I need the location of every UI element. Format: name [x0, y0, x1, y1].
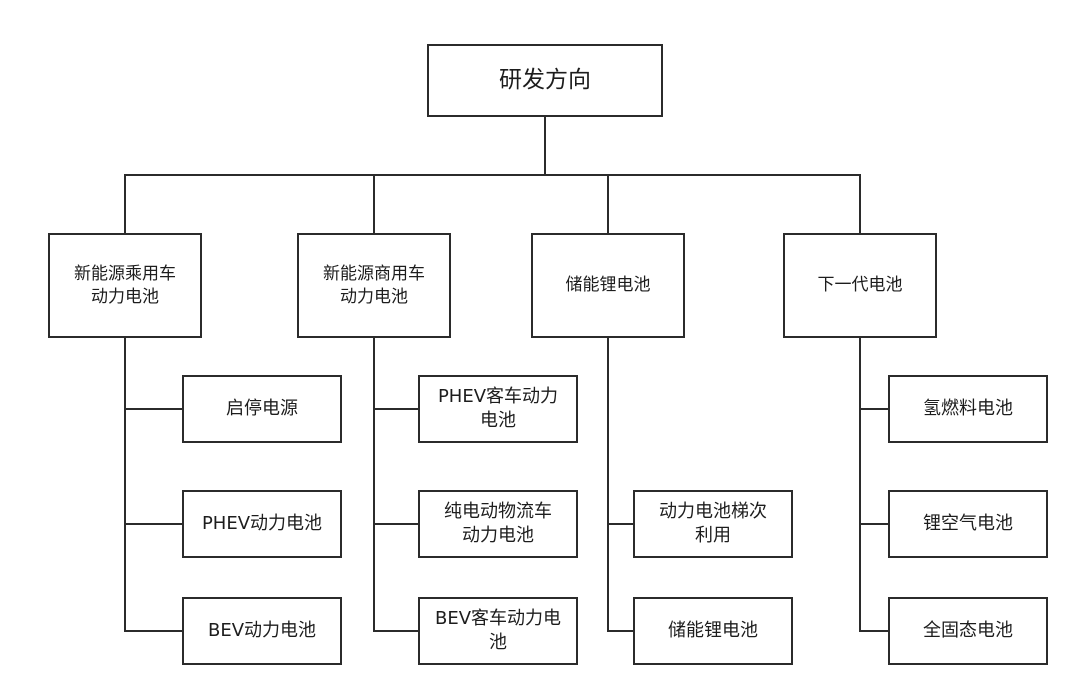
connector-spine-4 — [859, 338, 861, 632]
leaf-node-bev-bus-power-battery[interactable]: BEV客车动力电 池 — [418, 597, 578, 665]
connector-tick-1-3 — [124, 630, 182, 632]
level2-node-nev-commercial-vehicle-battery[interactable]: 新能源商用车 动力电池 — [297, 233, 451, 338]
leaf-node-phev-bus-power-battery[interactable]: PHEV客车动力 电池 — [418, 375, 578, 443]
connector-tick-3-1 — [607, 523, 633, 525]
connector-bus-drop-3 — [607, 174, 609, 233]
connector-spine-1 — [124, 338, 126, 632]
connector-tick-2-1 — [373, 408, 418, 410]
connector-tick-1-1 — [124, 408, 182, 410]
connector-root-drop — [544, 117, 546, 175]
leaf-node-phev-power-battery[interactable]: PHEV动力电池 — [182, 490, 342, 558]
leaf-node-pure-electric-logistics-vehicle-battery[interactable]: 纯电动物流车 动力电池 — [418, 490, 578, 558]
connector-tick-1-2 — [124, 523, 182, 525]
leaf-node-lithium-air-battery[interactable]: 锂空气电池 — [888, 490, 1048, 558]
leaf-node-bev-power-battery[interactable]: BEV动力电池 — [182, 597, 342, 665]
level2-node-nev-passenger-car-battery[interactable]: 新能源乘用车 动力电池 — [48, 233, 202, 338]
level2-node-next-generation-battery[interactable]: 下一代电池 — [783, 233, 937, 338]
leaf-node-start-stop-power[interactable]: 启停电源 — [182, 375, 342, 443]
connector-tick-4-3 — [859, 630, 888, 632]
connector-bus-drop-4 — [859, 174, 861, 233]
level2-node-energy-storage-lithium-battery[interactable]: 储能锂电池 — [531, 233, 685, 338]
connector-tick-3-2 — [607, 630, 633, 632]
connector-tick-2-3 — [373, 630, 418, 632]
connector-spine-3 — [607, 338, 609, 632]
connector-spine-2 — [373, 338, 375, 632]
connector-tick-4-2 — [859, 523, 888, 525]
connector-level2-bus — [124, 174, 861, 176]
leaf-node-power-battery-echelon-utilization[interactable]: 动力电池梯次 利用 — [633, 490, 793, 558]
leaf-node-energy-storage-lithium-battery[interactable]: 储能锂电池 — [633, 597, 793, 665]
connector-bus-drop-2 — [373, 174, 375, 233]
connector-bus-drop-1 — [124, 174, 126, 233]
connector-tick-2-2 — [373, 523, 418, 525]
leaf-node-hydrogen-fuel-cell[interactable]: 氢燃料电池 — [888, 375, 1048, 443]
leaf-node-all-solid-state-battery[interactable]: 全固态电池 — [888, 597, 1048, 665]
connector-tick-4-1 — [859, 408, 888, 410]
root-node-rd-direction[interactable]: 研发方向 — [427, 44, 663, 117]
